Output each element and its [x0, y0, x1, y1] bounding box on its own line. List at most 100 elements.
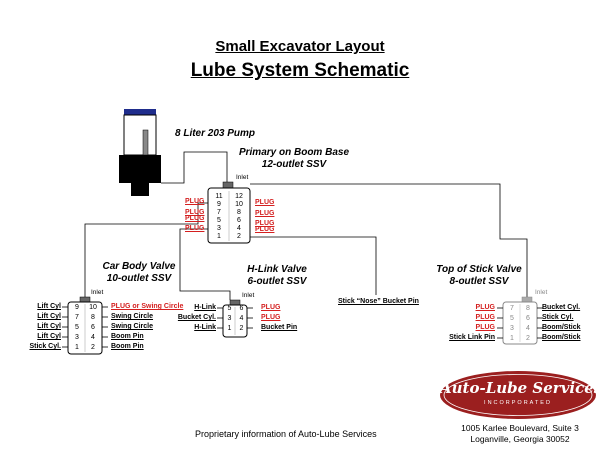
car-body-numbers-right: 10 8 6 4 2: [87, 303, 99, 353]
hlink-caption-line2: 6-outlet SSV: [247, 276, 307, 287]
outlet-number: 3: [75, 334, 79, 341]
outlet-number: 8: [91, 314, 95, 321]
top-stick-caption-line2: 8-outlet SSV: [449, 276, 509, 287]
primary-right-label: PLUG: [255, 226, 275, 233]
car-body-right-label: Swing Circle: [111, 313, 154, 320]
primary-right-label: PLUG: [255, 210, 275, 217]
top-stick-left-label: PLUG: [475, 314, 495, 321]
hlink-left-label: Bucket Cyl.: [177, 314, 216, 321]
outlet-number: 8: [526, 305, 530, 312]
outlet-number: 6: [526, 315, 530, 322]
logo-tagline: INCORPORATED: [484, 400, 552, 406]
hlink-caption: H-Link Valve 6-outlet SSV: [232, 264, 322, 288]
company-address: 1005 Karlee Boulevard, Suite 3 Loganvill…: [445, 423, 595, 445]
outlet-number: 9: [217, 201, 221, 208]
address-line1: 1005 Karlee Boulevard, Suite 3: [461, 423, 579, 433]
nose-bucket-pin-label: Stick “Nose” Bucket Pin: [338, 298, 419, 305]
car-body-caption: Car Body Valve 10-outlet SSV: [84, 261, 194, 285]
outlet-number: 1: [227, 325, 232, 332]
hlink-left-label: H-Link: [194, 324, 216, 331]
outlet-number: 7: [75, 314, 79, 321]
outlet-number: 2: [91, 344, 95, 351]
car-body-left-label: Lift Cyl: [37, 313, 61, 320]
outlet-number: 7: [510, 305, 514, 312]
primary-left-label: PLUG: [185, 198, 205, 205]
top-stick-right-label: Boom/Stick: [542, 334, 581, 341]
primary-left-label: PLUG: [185, 215, 205, 222]
top-stick-right-label: Stick Cyl.: [542, 314, 574, 321]
outlet-number: 3: [227, 315, 232, 322]
outlet-number: 5: [227, 305, 232, 312]
car-body-numbers-left: 9 7 5 3 1: [71, 303, 83, 353]
hlink-left-label: H-Link: [194, 304, 216, 311]
primary-numbers-right: 12 10 8 6 4 2: [232, 193, 246, 241]
car-body-inlet-label: Inlet: [91, 289, 104, 296]
auto-lube-logo: [440, 371, 596, 419]
proprietary-notice: Proprietary information of Auto-Lube Ser…: [195, 429, 377, 439]
outlet-number: 5: [75, 324, 79, 331]
outlet-number: 10: [89, 304, 97, 311]
top-stick-valve-block: [502, 296, 538, 345]
outlet-number: 3: [510, 325, 514, 332]
hlink-valve-block: [222, 299, 248, 338]
outlet-number: 9: [75, 304, 79, 311]
outlet-number: 1: [217, 233, 221, 240]
car-body-caption-line2: 10-outlet SSV: [106, 273, 172, 284]
car-body-right-label: Boom Pin: [111, 333, 144, 340]
outlet-number: 6: [239, 305, 244, 312]
primary-left-label: PLUG: [185, 209, 205, 216]
primary-left-label: PLUG: [185, 225, 205, 232]
outlet-number: 6: [237, 217, 241, 224]
top-stick-right-label: Boom/Stick: [542, 324, 581, 331]
outlet-number: 1: [510, 335, 514, 342]
outlet-number: 1: [75, 344, 79, 351]
pump-label: 8 Liter 203 Pump: [175, 128, 256, 139]
outlet-number: 5: [510, 315, 514, 322]
hlink-right-label: PLUG: [261, 314, 281, 321]
top-stick-right-label: Bucket Cyl.: [542, 304, 581, 311]
outlet-number: 11: [215, 193, 223, 200]
top-stick-caption: Top of Stick Valve 8-outlet SSV: [418, 264, 540, 288]
car-body-left-label: Stick Cyl.: [29, 343, 61, 350]
hlink-caption-line1: H-Link Valve: [247, 264, 307, 275]
top-stick-left-label: PLUG: [475, 324, 495, 331]
hlink-right-label: Bucket Pin: [261, 324, 298, 331]
primary-inlet-label: Inlet: [236, 174, 249, 181]
top-stick-numbers-right: 8 6 4 2: [522, 304, 534, 344]
top-stick-caption-line1: Top of Stick Valve: [436, 264, 522, 275]
car-body-left-label: Lift Cyl: [37, 303, 61, 310]
hlink-right-label: PLUG: [261, 304, 281, 311]
outlet-number: 4: [526, 325, 530, 332]
page-title: Small Excavator Layout: [215, 38, 385, 55]
hlink-numbers-right: 6 4 2: [237, 304, 246, 334]
page-subtitle: Lube System Schematic: [190, 60, 410, 81]
car-body-left-label: Lift Cyl: [37, 333, 61, 340]
hlink-numbers-left: 5 3 1: [225, 304, 234, 334]
primary-right-label: PLUG: [255, 220, 275, 227]
outlet-number: 2: [237, 233, 241, 240]
outlet-number: 3: [217, 225, 221, 232]
outlet-number: 6: [91, 324, 95, 331]
primary-valve-block: [207, 181, 251, 244]
pump-icon: [119, 109, 161, 196]
primary-caption-line2: 12-outlet SSV: [261, 159, 327, 170]
address-line2: Loganville, Georgia 30052: [470, 434, 570, 444]
outlet-number: 4: [237, 225, 241, 232]
outlet-number: 4: [91, 334, 95, 341]
car-body-right-label: Boom Pin: [111, 343, 144, 350]
car-body-right-label: Swing Circle: [111, 323, 154, 330]
top-stick-left-label: PLUG: [475, 304, 495, 311]
outlet-number: 7: [217, 209, 221, 216]
outlet-number: 2: [239, 325, 244, 332]
outlet-number: 10: [235, 201, 243, 208]
outlet-number: 2: [526, 335, 530, 342]
outlet-number: 8: [237, 209, 241, 216]
primary-caption: Primary on Boom Base 12-outlet SSV: [238, 147, 350, 171]
top-stick-inlet-label: Inlet: [535, 289, 548, 296]
top-stick-left-label: Stick Link Pin: [449, 334, 495, 341]
car-body-right-label: PLUG or Swing Circle: [111, 303, 184, 310]
outlet-number: 4: [239, 315, 244, 322]
outlet-number: 12: [235, 193, 243, 200]
